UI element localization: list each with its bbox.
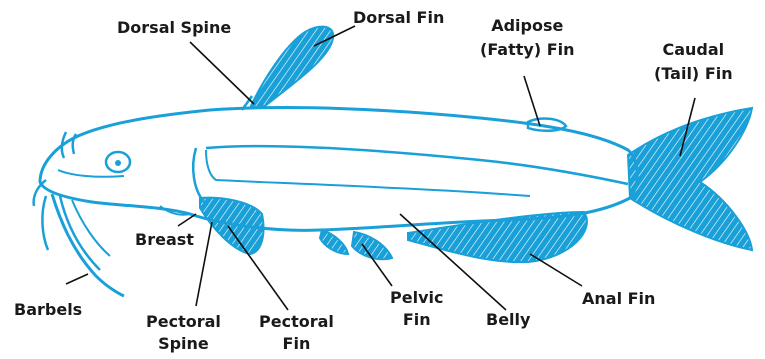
leader-dorsal-spine xyxy=(190,42,254,104)
lateral-line xyxy=(206,146,628,184)
gill-line xyxy=(193,148,204,202)
label-anal-fin: Anal Fin xyxy=(582,289,655,309)
label-text: Pectoral xyxy=(259,312,334,332)
pelvic-fin-shape-front xyxy=(320,230,348,254)
label-text: Dorsal Spine xyxy=(117,18,231,38)
label-text: Belly xyxy=(486,310,530,330)
leader-adipose xyxy=(524,76,540,126)
label-text: Adipose xyxy=(480,16,575,36)
label-breast: Breast xyxy=(135,230,194,250)
label-text: Pelvic xyxy=(390,288,443,308)
dorsal-fin-shape xyxy=(250,27,333,108)
label-text: Dorsal Fin xyxy=(353,8,444,28)
label-text: Fin xyxy=(390,310,443,330)
label-text: Spine xyxy=(146,334,221,354)
label-text: Barbels xyxy=(14,300,82,320)
label-text: Fin xyxy=(259,334,334,354)
lateral-line-lower xyxy=(206,150,530,196)
leader-barbels xyxy=(66,274,88,284)
label-text: Anal Fin xyxy=(582,289,655,309)
pelvic-fin-shape-rear xyxy=(352,232,392,259)
label-text: (Fatty) Fin xyxy=(480,40,575,60)
label-adipose-fin: Adipose (Fatty) Fin xyxy=(480,16,575,60)
label-pectoral-spine: Pectoral Spine xyxy=(146,312,221,354)
label-belly: Belly xyxy=(486,310,530,330)
label-text: Breast xyxy=(135,230,194,250)
barbel-long-4 xyxy=(72,200,110,256)
barbel-long-3 xyxy=(42,196,48,250)
label-dorsal-fin: Dorsal Fin xyxy=(353,8,444,28)
label-barbels: Barbels xyxy=(14,300,82,320)
barbel-top-2 xyxy=(73,134,76,154)
label-pectoral-fin: Pectoral Fin xyxy=(259,312,334,354)
label-text: (Tail) Fin xyxy=(654,64,733,84)
leader-anal-fin xyxy=(530,254,582,286)
leader-lines xyxy=(66,26,695,310)
label-caudal-fin: Caudal (Tail) Fin xyxy=(654,40,733,84)
label-dorsal-spine: Dorsal Spine xyxy=(117,18,231,38)
label-pelvic-fin: Pelvic Fin xyxy=(390,288,443,330)
label-text: Caudal xyxy=(654,40,733,60)
leader-breast xyxy=(178,214,196,226)
label-text: Pectoral xyxy=(146,312,221,332)
leader-pectoral-spine xyxy=(196,222,212,306)
caudal-fin-shape xyxy=(628,108,752,250)
eye-pupil xyxy=(115,160,121,166)
